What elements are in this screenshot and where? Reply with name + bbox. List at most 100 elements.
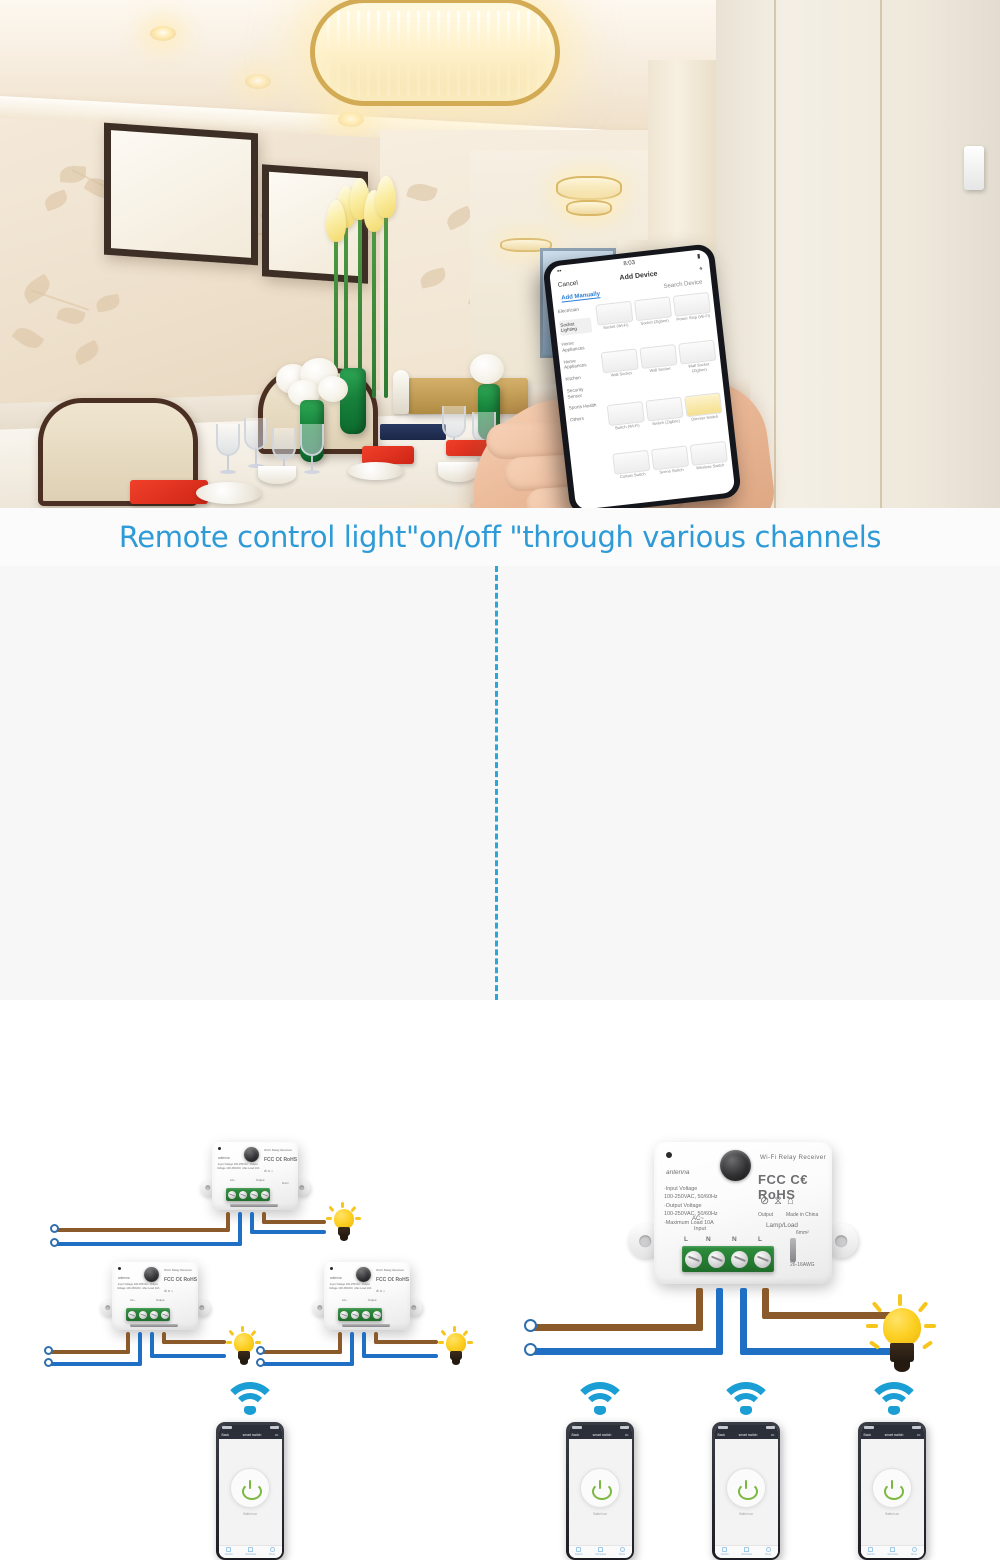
screw-terminal-block <box>126 1308 170 1321</box>
cancel-button[interactable]: Cancel <box>557 279 579 289</box>
smartphone-switch-control[interactable]: Back smart switch ••• Switch on Switch S… <box>858 1422 926 1560</box>
smartphone-switch-control[interactable]: Back smart switch ••• Switch on Switch S… <box>712 1422 780 1560</box>
device-card[interactable]: Dimmer Switch <box>684 392 725 442</box>
tab-more[interactable]: More <box>765 1547 771 1556</box>
terminal-letter-N: N <box>706 1236 711 1243</box>
tab-more[interactable]: More <box>269 1547 275 1556</box>
smartphone-switch-control[interactable]: Back smart switch ••• Switch on Switch S… <box>216 1422 284 1560</box>
category-item[interactable]: Sports Health <box>568 402 597 411</box>
device-card[interactable]: Power Strip (Wi-Fi) <box>672 291 714 341</box>
category-item[interactable]: Security Sensor <box>566 386 584 400</box>
category-item-selected[interactable]: Socket Lighting <box>558 317 593 337</box>
origin-icons: ⊘ ⧖ ⌂ <box>376 1289 386 1293</box>
power-toggle-button[interactable] <box>726 1467 766 1508</box>
wifi-icon <box>718 1382 774 1416</box>
output-label: Output <box>156 1298 165 1302</box>
device-card[interactable]: Curtain Switch <box>612 449 653 498</box>
tab-search-device[interactable]: Search Device <box>663 279 703 290</box>
pair-button[interactable] <box>244 1147 259 1162</box>
spec-text: ·Input Voltage 100-250VAC ·Output Voltag… <box>329 1283 372 1290</box>
wire-terminal <box>524 1343 537 1356</box>
tab-more[interactable]: More <box>619 1547 625 1556</box>
load-label: Lamp/Load <box>766 1222 798 1229</box>
calla-lily-arrangement <box>318 176 438 428</box>
product-name: Wi-Fi Relay Receiver <box>376 1268 405 1272</box>
tab-label: Switch <box>720 1553 729 1556</box>
pair-button[interactable] <box>356 1267 371 1282</box>
wifi-icon <box>572 1382 628 1416</box>
device-card[interactable]: Switch (Wi-Fi) <box>606 401 648 450</box>
tab-schedule[interactable]: Schedule <box>245 1547 256 1556</box>
tab-switch[interactable]: Switch <box>575 1547 583 1556</box>
wire-gauge-label: 6mm² <box>282 1182 289 1185</box>
chandelier <box>300 0 570 125</box>
switch-state-label: Switch on <box>885 1511 899 1516</box>
power-toggle-button[interactable] <box>580 1467 620 1508</box>
device-card[interactable]: Wall Socket <box>639 344 680 398</box>
pair-button[interactable] <box>144 1267 159 1282</box>
wire-terminal <box>44 1358 53 1367</box>
tab-label: Schedule <box>595 1553 607 1556</box>
smartphone-add-device[interactable]: ▪▪ 8:03 ▮ Cancel Add Device ⌖ Add Manual… <box>542 243 742 508</box>
back-button[interactable]: Back <box>571 1432 580 1437</box>
scan-icon[interactable]: ⌖ <box>698 264 704 273</box>
category-item[interactable]: Others <box>569 415 585 423</box>
back-button[interactable]: Back <box>863 1432 872 1437</box>
device-card[interactable]: Socket (Zigbee) <box>633 296 675 345</box>
more-button[interactable]: ••• <box>624 1432 629 1437</box>
tab-schedule[interactable]: Schedule <box>741 1547 752 1556</box>
tab-switch[interactable]: Switch <box>867 1547 875 1556</box>
framed-artwork <box>104 122 258 266</box>
category-item[interactable]: Home Appliances <box>563 358 587 371</box>
more-button[interactable]: ••• <box>770 1432 775 1437</box>
clock-icon <box>598 1547 604 1552</box>
phone-app-header: Back smart switch ••• <box>218 1430 282 1439</box>
relay-device-large: antenna Wi-Fi Relay Receiver ·Input Volt… <box>628 1142 858 1288</box>
device-card[interactable]: Wall Socket <box>600 348 642 403</box>
tab-switch[interactable]: Switch <box>721 1547 729 1556</box>
phone-tab-bar: Switch Schedule More <box>218 1544 282 1558</box>
back-button[interactable]: Back <box>221 1432 230 1437</box>
device-thumb <box>639 344 678 370</box>
tab-label: More <box>765 1553 772 1556</box>
device-card[interactable]: Wireless Switch <box>689 440 731 490</box>
wire-terminal <box>256 1346 265 1355</box>
device-card[interactable]: Socket (Wi-Fi) <box>595 300 636 350</box>
tab-label: More <box>911 1553 918 1556</box>
headline-text: Remote control light"on/off "through var… <box>118 520 882 554</box>
device-card[interactable]: Scene Switch <box>650 445 692 494</box>
more-button[interactable]: ••• <box>916 1432 921 1437</box>
status-signal: ▪▪ <box>556 268 562 275</box>
spec-text: ·Input Voltage 100-250VAC ·Output Voltag… <box>217 1163 260 1170</box>
device-card[interactable]: Switch (Zigbee) <box>645 396 686 446</box>
mini-chandelier <box>556 176 622 200</box>
product-name: Wi-Fi Relay Receiver <box>264 1148 293 1152</box>
device-thumb <box>606 401 645 427</box>
category-item[interactable]: Kitchen <box>565 375 581 382</box>
more-button[interactable]: ••• <box>274 1432 279 1437</box>
pair-button[interactable] <box>720 1150 751 1181</box>
ac-label: AC~ <box>342 1298 348 1302</box>
power-toggle-button[interactable] <box>230 1467 270 1508</box>
tab-label: More <box>619 1553 626 1556</box>
downlight-icon <box>245 74 271 89</box>
back-button[interactable]: Back <box>717 1432 726 1437</box>
smartphone-switch-control[interactable]: Back smart switch ••• Switch on Switch S… <box>566 1422 634 1560</box>
ac-label: AC~ <box>230 1178 236 1182</box>
more-icon <box>619 1547 625 1552</box>
tab-more[interactable]: More <box>911 1547 917 1556</box>
wiring-diagram: antenna Wi-Fi Relay Receiver ·Input Volt… <box>0 566 1000 1560</box>
device-thumb <box>650 445 690 470</box>
tab-add-manually[interactable]: Add Manually <box>560 291 601 303</box>
tab-switch[interactable]: Switch <box>225 1547 233 1556</box>
device-card[interactable]: Wall Socket (Zigbee) <box>678 339 719 394</box>
flower-vase <box>340 368 366 434</box>
power-toggle-button[interactable] <box>872 1467 912 1508</box>
tab-schedule[interactable]: Schedule <box>887 1547 898 1556</box>
tab-schedule[interactable]: Schedule <box>595 1547 606 1556</box>
category-item[interactable]: Electrician <box>557 306 580 315</box>
certification-marks: FCC C€ RoHS <box>376 1277 410 1283</box>
hydrangea <box>470 354 504 384</box>
device-grid: Socket (Wi-Fi) Socket (Zigbee) Power Str… <box>591 289 735 501</box>
category-item[interactable]: Home Appliances <box>561 340 585 353</box>
